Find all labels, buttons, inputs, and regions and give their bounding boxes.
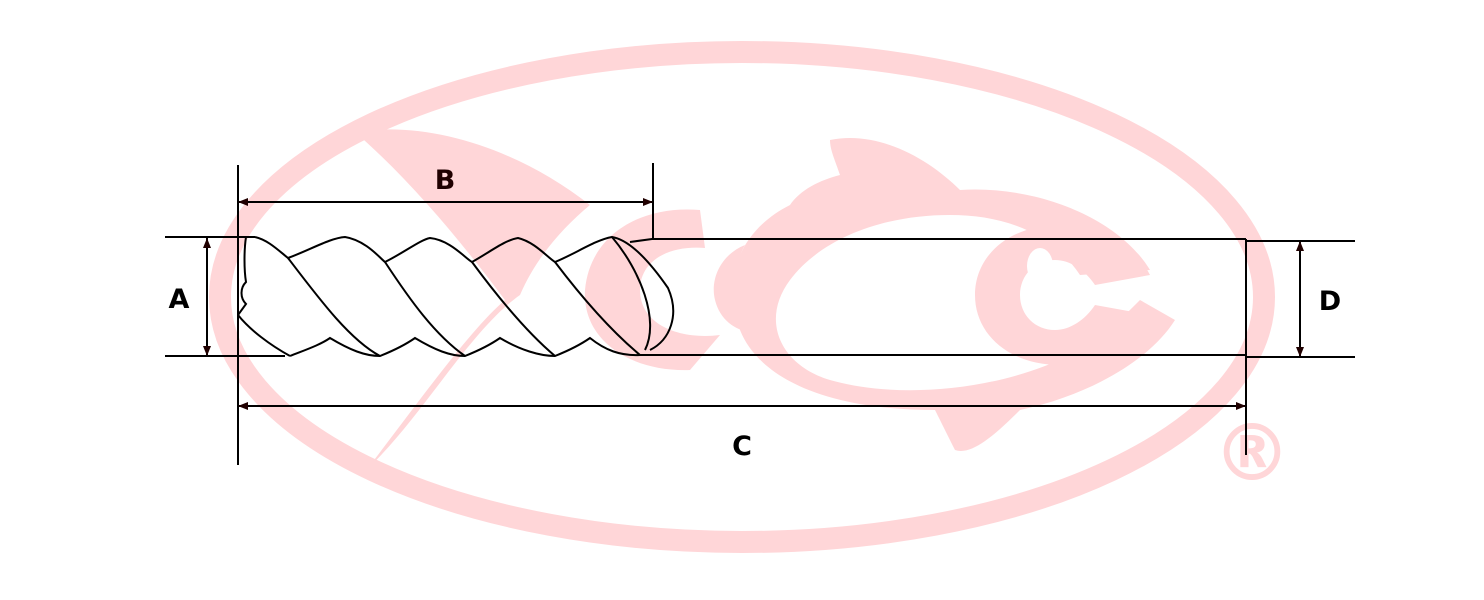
label-d: D <box>1319 286 1341 317</box>
dimension-lines <box>203 198 1304 410</box>
label-b: B <box>435 165 456 196</box>
label-a: A <box>169 284 190 315</box>
end-mill-tool <box>165 235 1247 358</box>
fish-logo-icon <box>209 41 1275 553</box>
shank-top-edge <box>629 238 1246 243</box>
registered-mark: ® <box>1213 409 1291 499</box>
label-c: C <box>732 431 752 462</box>
